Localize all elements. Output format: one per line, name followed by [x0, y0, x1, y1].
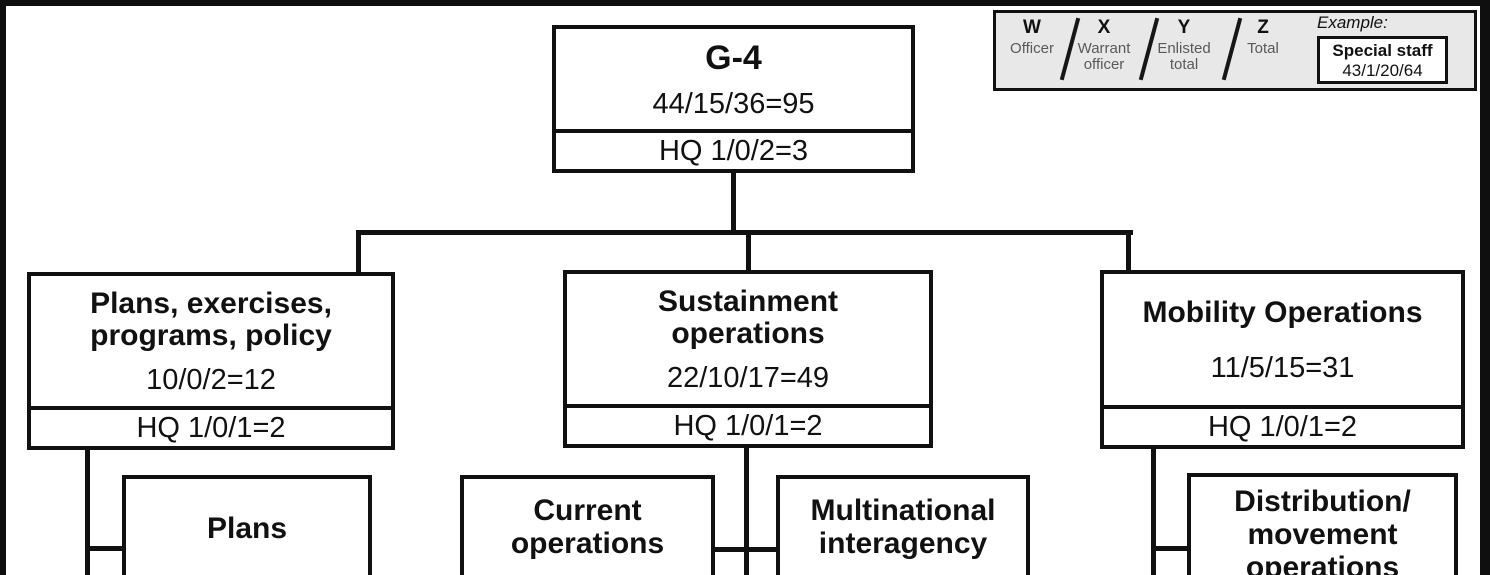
- legend-column-officer: W Officer: [993, 17, 1071, 57]
- connector-middle-vertical: [744, 444, 749, 575]
- legend: W Officer X Warrant officer Y Enlisted t…: [993, 10, 1477, 91]
- sub-box-title-line: Distribution/: [1234, 485, 1411, 518]
- legend-label-enlisted-total: Enlisted total: [1157, 40, 1211, 73]
- legend-symbol-w: W: [1023, 17, 1041, 38]
- org-box-title-line: programs, policy: [90, 318, 332, 352]
- org-box-mobility-operations: Mobility Operations 11/5/15=31 HQ 1/0/1=…: [1100, 270, 1465, 449]
- legend-column-warrant-officer: X Warrant officer: [1065, 17, 1143, 73]
- legend-label-officer: Officer: [1010, 40, 1054, 57]
- org-box-title-line: operations: [671, 316, 825, 350]
- legend-example-title: Special staff: [1332, 41, 1433, 60]
- connector-left-branch: [88, 546, 124, 551]
- org-box-hq: HQ 1/0/1=2: [1104, 405, 1461, 445]
- connector-drop-left: [356, 233, 361, 274]
- connector-right-branch: [1154, 546, 1189, 551]
- org-box-main: Sustainment operations 22/10/17=49: [567, 274, 929, 404]
- org-box-numbers: 10/0/2=12: [146, 363, 276, 396]
- org-box-hq: HQ 1/0/1=2: [567, 404, 929, 444]
- org-box-title-line: Sustainment: [657, 284, 839, 318]
- sub-box-current-operations: Current operations: [460, 475, 715, 575]
- org-box-plans-exercises-programs-policy: Plans, exercises, programs, policy 10/0/…: [27, 272, 395, 450]
- connector-middle-branch: [713, 547, 778, 552]
- sub-box-title-line: interagency: [818, 527, 988, 560]
- org-box-hq: HQ 1/0/1=2: [31, 406, 391, 446]
- sub-box-multinational-interagency: Multinational interagency: [776, 475, 1030, 575]
- org-box-main: Mobility Operations 11/5/15=31: [1104, 274, 1461, 405]
- legend-column-total: Z Total: [1224, 17, 1302, 57]
- legend-label-total: Total: [1247, 40, 1279, 57]
- org-box-numbers: 22/10/17=49: [666, 361, 830, 394]
- connector-left-vertical: [85, 446, 90, 575]
- org-box-g4: G-4 44/15/36=95 HQ 1/0/2=3: [552, 25, 915, 173]
- sub-box-title-line: operations: [510, 527, 665, 560]
- legend-example-box: Special staff 43/1/20/64: [1317, 36, 1448, 84]
- org-box-g4-hq: HQ 1/0/2=3: [556, 129, 911, 169]
- connector-root-trunk: [731, 171, 736, 233]
- legend-symbol-z: Z: [1257, 17, 1269, 38]
- sub-box-distribution-movement-operations: Distribution/ movement operations: [1187, 473, 1458, 575]
- connector-drop-right: [1126, 233, 1131, 272]
- sub-box-title-line: operations: [1245, 551, 1400, 575]
- legend-example-numbers: 43/1/20/64: [1342, 61, 1423, 80]
- org-box-title-line: Mobility Operations: [1142, 295, 1423, 329]
- frame-border-top: [0, 0, 1490, 6]
- sub-box-plans: Plans: [122, 475, 372, 575]
- org-box-numbers: 11/5/15=31: [1210, 351, 1355, 384]
- org-box-g4-main: G-4 44/15/36=95: [556, 29, 911, 129]
- connector-drop-middle: [746, 233, 751, 272]
- frame-border-right: [1480, 0, 1490, 575]
- org-box-g4-numbers: 44/15/36=95: [652, 87, 815, 120]
- legend-column-enlisted-total: Y Enlisted total: [1145, 17, 1223, 73]
- org-box-g4-title: G-4: [705, 38, 762, 77]
- sub-box-title-line: movement: [1247, 518, 1398, 551]
- org-box-sustainment-operations: Sustainment operations 22/10/17=49 HQ 1/…: [563, 270, 933, 448]
- org-box-title-line: Plans, exercises,: [90, 286, 332, 320]
- sub-box-title-line: Multinational: [810, 494, 996, 527]
- sub-box-title-line: Current: [533, 494, 642, 527]
- org-box-main: Plans, exercises, programs, policy 10/0/…: [31, 276, 391, 406]
- frame-border-left: [0, 0, 6, 575]
- connector-right-vertical: [1151, 445, 1156, 575]
- connector-tier1-horizontal: [356, 230, 1133, 235]
- legend-label-warrant-officer: Warrant officer: [1077, 40, 1131, 73]
- legend-symbol-y: Y: [1177, 17, 1191, 38]
- legend-example-label: Example:: [1317, 13, 1388, 32]
- legend-symbol-x: X: [1097, 17, 1111, 38]
- sub-box-title-line: Plans: [206, 512, 288, 545]
